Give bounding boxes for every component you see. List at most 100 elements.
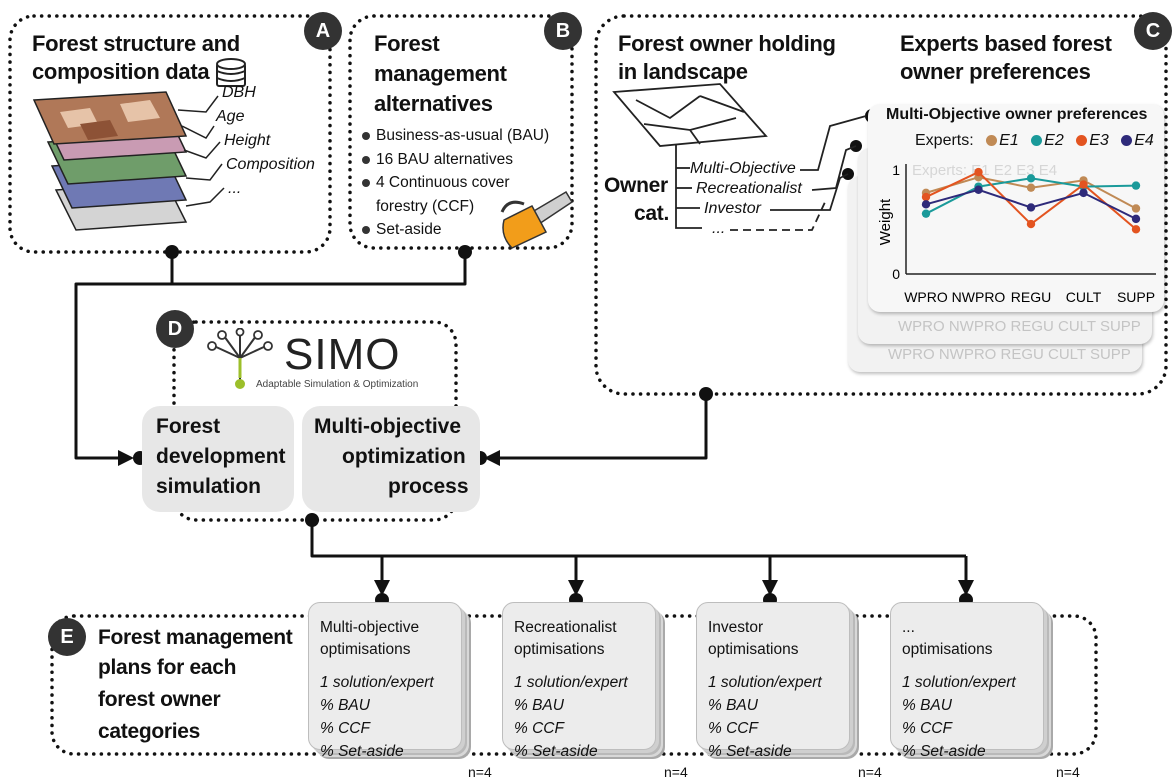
panel-b-frame xyxy=(348,14,574,250)
ghost-axis-middle: WPRO NWPRO REGU CULT SUPP xyxy=(898,318,1141,335)
owner-cat-more: ... xyxy=(712,220,726,237)
data-point-e4 xyxy=(921,200,931,209)
optimization-box xyxy=(302,406,480,512)
chart-legend: Experts: E1 E2 E3 E4 xyxy=(915,132,1154,150)
owner-cat-multi-objective: Multi-Objective xyxy=(690,160,796,177)
arrowhead-plan-1 xyxy=(374,580,390,596)
panel-c-badge: C xyxy=(1134,12,1172,50)
plan-item: % Set-aside xyxy=(902,743,986,760)
arrowhead-plan-3 xyxy=(762,580,778,596)
plan-count-label: n=4 xyxy=(664,764,688,780)
panel-e-title-line1: Forest management xyxy=(98,626,293,649)
plan-title-line2: optimisations xyxy=(514,641,605,658)
simo-logo-text: SIMO xyxy=(284,330,401,379)
optimization-line3: process xyxy=(388,475,469,498)
data-point-e3 xyxy=(1026,219,1036,229)
wire-d-to-plans xyxy=(310,522,966,558)
simo-logo-subtitle: Adaptable Simulation & Optimization xyxy=(256,379,419,390)
wire-b-join xyxy=(172,254,467,286)
plan-title-line2: optimisations xyxy=(708,641,799,658)
legend-label-e3: E3 xyxy=(1089,132,1109,149)
layer-label-more: ... xyxy=(228,180,242,197)
plan-item: % BAU xyxy=(708,697,758,714)
panel-b-title-line1: Forest xyxy=(374,31,440,56)
simulation-line1: Forest xyxy=(156,415,221,438)
optimization-line1: Multi-objective xyxy=(314,415,462,438)
simulation-box xyxy=(142,406,294,512)
owner-cat-recreationalist: Recreationalist xyxy=(696,180,802,197)
plan-title-line1: Investor xyxy=(708,619,764,636)
connector-dot xyxy=(305,513,319,527)
layer-label-age: Age xyxy=(216,108,245,125)
panel-e-title-line4: categories xyxy=(98,720,201,743)
forest-layer-stack xyxy=(32,91,188,231)
plan-item: % BAU xyxy=(320,697,370,714)
layer-leader-lines xyxy=(177,95,225,207)
holding-title-line2: in landscape xyxy=(618,59,748,84)
plan-count-label: n=4 xyxy=(858,764,882,780)
plan-item: % CCF xyxy=(320,720,370,737)
panel-a-badge: A xyxy=(304,12,342,50)
panel-e-title-line2: plans for each xyxy=(98,656,237,679)
simo-logo-icon xyxy=(207,328,273,389)
plan-item: % Set-aside xyxy=(320,743,404,760)
panel-a-title-line2: composition data xyxy=(32,59,210,84)
wire-c-to-optimization xyxy=(492,394,708,460)
data-point-e3 xyxy=(1079,180,1088,189)
ghost-axis-back: WPRO NWPRO REGU CULT SUPP xyxy=(888,346,1131,363)
plan-count-label: n=4 xyxy=(468,764,492,780)
plan-item: 1 solution/expert xyxy=(708,674,822,691)
plan-card-recreationalist: Recreationalist optimisations 1 solution/… xyxy=(502,602,656,760)
data-point-e3 xyxy=(974,167,983,177)
connector-dot xyxy=(458,245,472,259)
plan-item: 1 solution/expert xyxy=(902,674,1016,691)
panel-b-title-line3: alternatives xyxy=(374,91,493,116)
y-tick-label: 0 xyxy=(892,266,900,282)
management-alternatives-list: Business-as-usual (BAU) 16 BAU alternati… xyxy=(360,124,549,242)
data-point-e4 xyxy=(1131,214,1141,224)
plan-card-other: ...optimisations 1 solution/expert % BAU… xyxy=(890,602,1044,760)
plan-item: 1 solution/expert xyxy=(320,674,434,691)
data-point-e1 xyxy=(1026,183,1036,192)
owner-category-brackets xyxy=(675,115,867,231)
database-icon xyxy=(216,58,246,87)
simulation-line2: development xyxy=(156,445,286,468)
arrowhead-simulation xyxy=(118,450,134,466)
data-point-e2 xyxy=(921,209,931,218)
list-item: 16 BAU alternatives xyxy=(360,148,549,172)
optimization-line2: optimization xyxy=(342,445,466,468)
plan-item: % BAU xyxy=(514,697,564,714)
panel-a-title-line1: Forest structure and xyxy=(32,31,240,56)
plan-item: % CCF xyxy=(902,720,952,737)
data-point-e3 xyxy=(921,192,931,202)
data-point-e2 xyxy=(1026,174,1036,183)
plan-title-line1: Multi-objective xyxy=(320,619,420,636)
layer-label-composition: Composition xyxy=(226,156,315,173)
panel-b-title-line2: management xyxy=(374,61,507,86)
data-point-e4 xyxy=(974,185,983,194)
arrowhead-plan-4 xyxy=(958,580,974,596)
chainsaw-icon xyxy=(500,190,574,249)
experts-title-line2: owner preferences xyxy=(900,59,1091,84)
panel-b-badge: B xyxy=(544,12,582,50)
owner-label-line2: cat. xyxy=(634,202,669,225)
panel-d-badge: D xyxy=(156,310,194,348)
legend-label-e4: E4 xyxy=(1134,132,1154,149)
ghost-legend: Experts: E1 E2 E3 E4 xyxy=(912,162,1058,179)
y-tick-label: 1 xyxy=(892,162,900,178)
x-tick-label: SUPP xyxy=(1117,289,1155,305)
legend-swatch-e1 xyxy=(986,135,998,146)
plan-title-line1: Recreationalist xyxy=(514,619,617,636)
plan-title-line2: optimisations xyxy=(902,641,993,658)
wire-a-b-to-simulation xyxy=(74,254,174,460)
plan-item: % Set-aside xyxy=(708,743,792,760)
plan-item: % Set-aside xyxy=(514,743,598,760)
arrowhead-plan-2 xyxy=(568,580,584,596)
plan-item: 1 solution/expert xyxy=(514,674,628,691)
data-point-e3 xyxy=(1131,225,1141,234)
owner-label-line1: Owner xyxy=(604,174,668,197)
connector-dot xyxy=(699,387,713,401)
